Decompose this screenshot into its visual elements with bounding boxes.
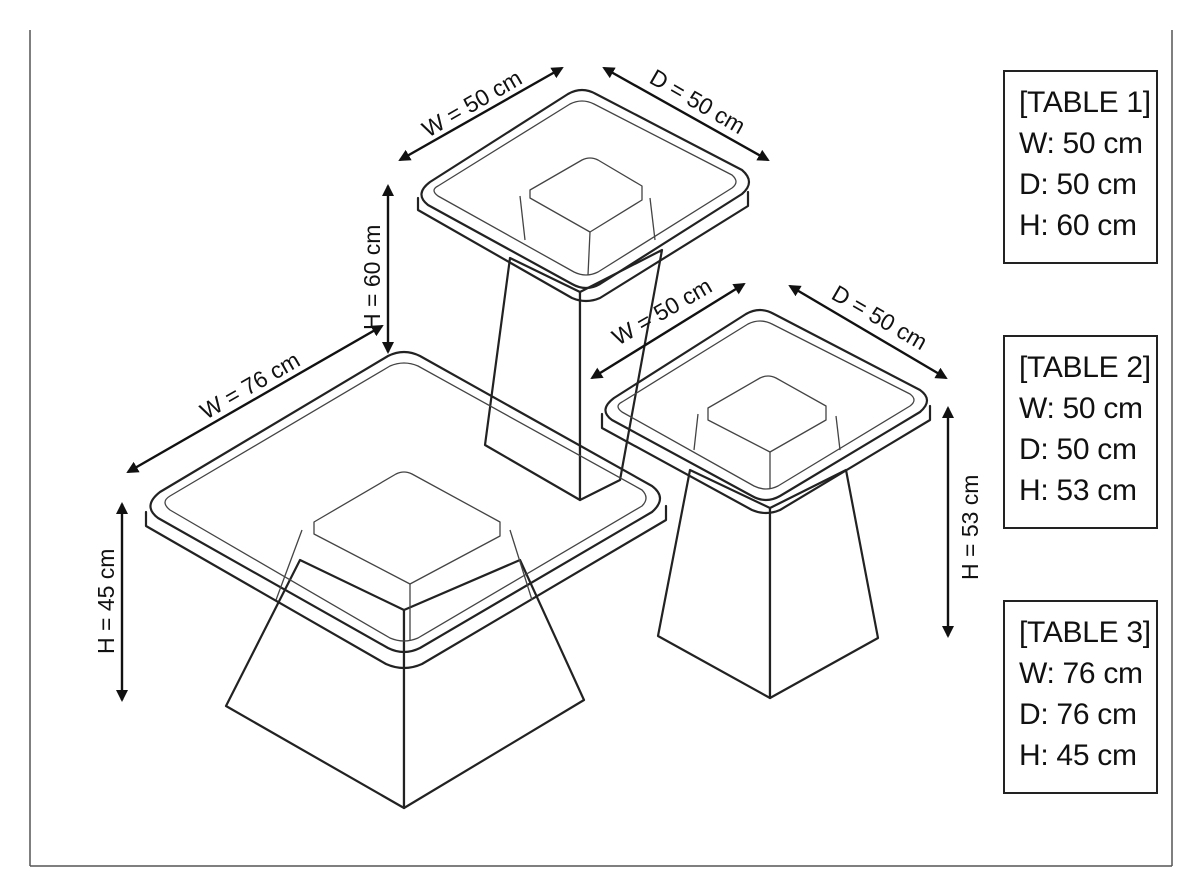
table-2-pedestal-top <box>707 375 827 453</box>
table-2-top-edge <box>600 404 932 515</box>
spec-depth: D: 76 cm <box>1019 698 1137 731</box>
t2-height-label: H = 53 cm <box>957 475 983 580</box>
table-1-spec-box: [TABLE 1] W: 50 cm D: 50 cm H: 60 cm <box>1003 70 1158 264</box>
table-1-top-inner <box>433 100 737 276</box>
t3-width-arrow <box>126 324 384 474</box>
table-3-top-edge <box>144 504 668 670</box>
table-1-pedestal-top <box>529 157 643 233</box>
table-2 <box>600 308 932 700</box>
spec-title: [TABLE 3] <box>1019 616 1151 649</box>
table-3-top-outer <box>149 350 662 654</box>
table-3-pedestal-top <box>313 471 501 585</box>
table-3-top-inner <box>164 362 647 642</box>
table-2-base-right <box>768 468 880 700</box>
table-3-spec-box: [TABLE 3] W: 76 cm D: 76 cm H: 45 cm <box>1003 600 1158 794</box>
table-2-pedestal-side <box>693 413 841 488</box>
table-3 <box>144 350 668 810</box>
t2-width-arrow <box>590 282 746 380</box>
t1-width-arrow <box>398 66 564 162</box>
table-2-top-outer <box>604 308 929 502</box>
spec-height: H: 45 cm <box>1019 739 1137 772</box>
table-2-base-left <box>656 468 772 700</box>
table-2-spec-box: [TABLE 2] W: 50 cm D: 50 cm H: 53 cm <box>1003 335 1158 529</box>
spec-width: W: 50 cm <box>1019 392 1143 425</box>
spec-title: [TABLE 1] <box>1019 86 1151 119</box>
spec-depth: D: 50 cm <box>1019 433 1137 466</box>
spec-width: W: 50 cm <box>1019 127 1143 160</box>
spec-depth: D: 50 cm <box>1019 168 1137 201</box>
table-1-top-outer <box>420 88 751 290</box>
t3-width-label: W = 76 cm <box>196 347 305 425</box>
table-1-pedestal-side <box>519 195 656 276</box>
t3-height-label: H = 45 cm <box>93 549 119 654</box>
table-3-base-left <box>224 558 406 810</box>
spec-title: [TABLE 2] <box>1019 351 1151 384</box>
table-2-top-inner <box>617 320 915 490</box>
table-3-base-right <box>402 558 586 810</box>
t1-depth-arrow <box>602 66 770 162</box>
t1-height-label: H = 60 cm <box>359 225 385 330</box>
spec-width: W: 76 cm <box>1019 657 1143 690</box>
t2-depth-arrow <box>788 284 948 380</box>
spec-height: H: 60 cm <box>1019 209 1137 242</box>
spec-height: H: 53 cm <box>1019 474 1137 507</box>
table-3-pedestal-side <box>275 529 533 640</box>
